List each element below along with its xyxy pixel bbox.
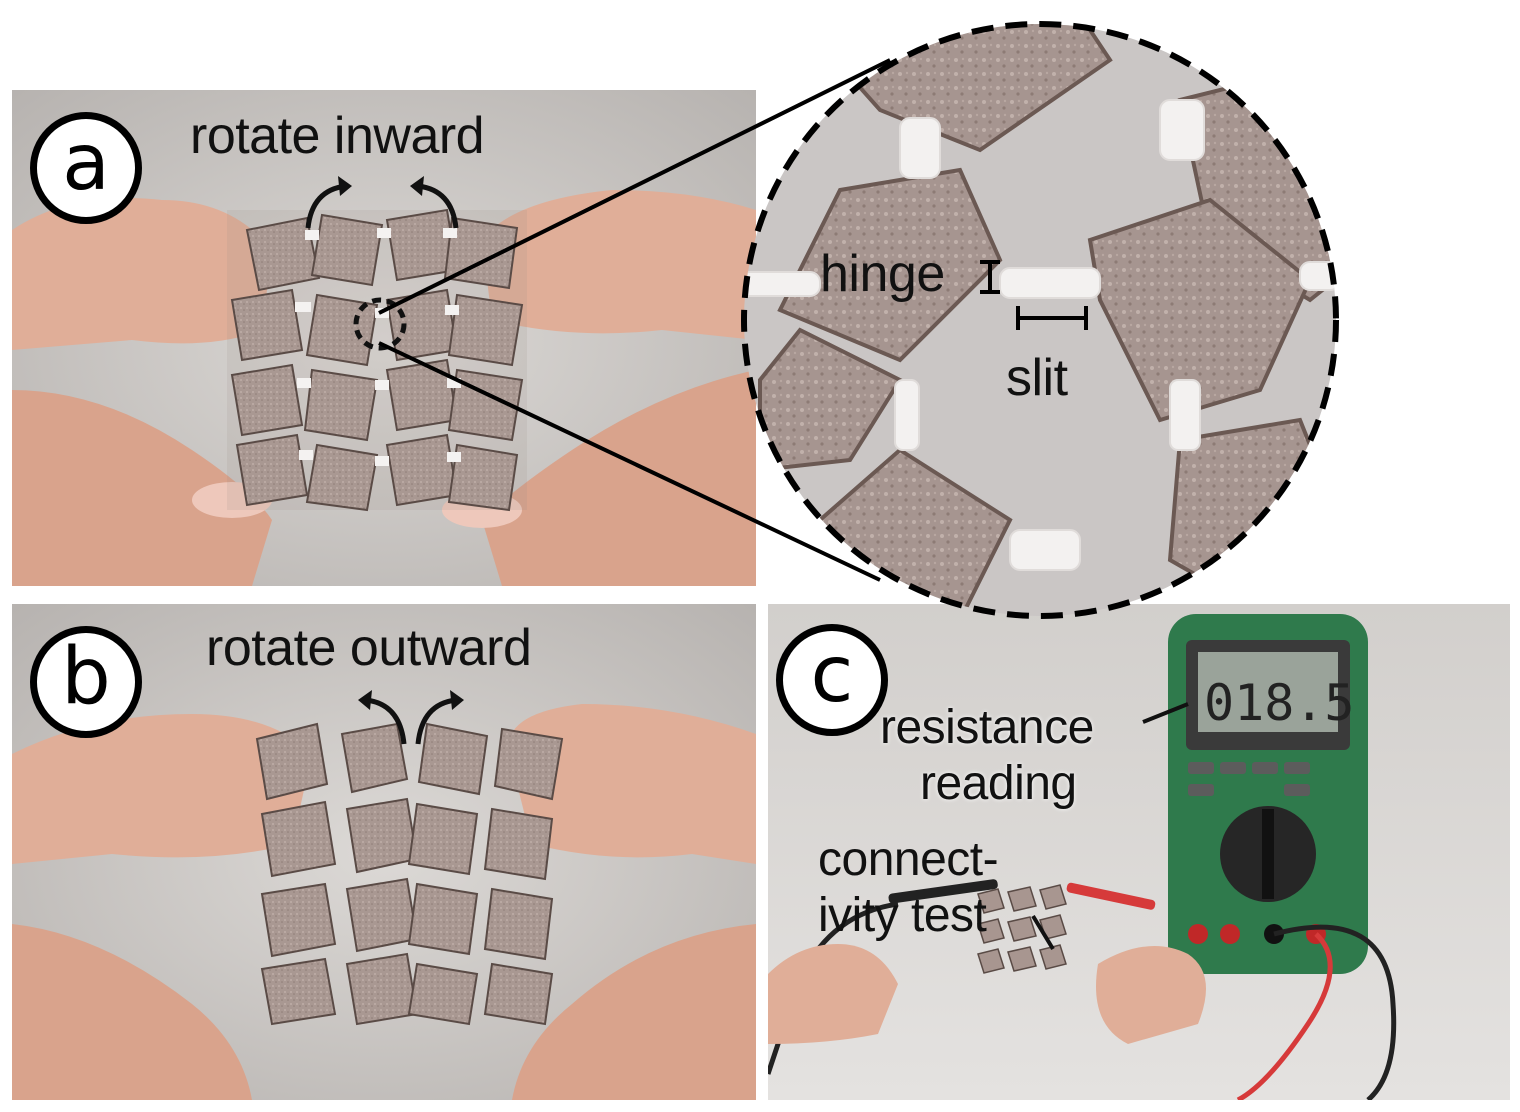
slit-label: slit <box>1006 349 1068 407</box>
panel-a-caption: rotate inward <box>190 107 485 165</box>
panel-c-resistance-line1: resistance <box>880 701 1094 754</box>
multimeter-display: 018.5 <box>1204 674 1355 732</box>
panel-b-caption: rotate outward <box>206 619 532 677</box>
panel-a-badge: a <box>30 112 142 224</box>
panel-c-badge: c <box>776 624 888 736</box>
panel-c-connectivity-line2: ivity test <box>818 889 987 942</box>
panel-b-badge: b <box>30 626 142 738</box>
panel-a: rotate inward <box>12 90 756 586</box>
hinge-label: hinge <box>820 245 945 303</box>
panel-c-resistance-line2: reading <box>920 757 1077 810</box>
panel-c-photo: 018.5 <box>768 604 1510 1100</box>
panel-c-connectivity-line1: connect- <box>818 833 999 886</box>
slit-marker-icon <box>1016 306 1088 330</box>
panel-c: 018.5 resistance <box>768 604 1510 1100</box>
hinge-marker-icon <box>980 260 1000 294</box>
zoom-photo <box>744 24 1336 616</box>
panel-a-photo <box>12 90 756 586</box>
